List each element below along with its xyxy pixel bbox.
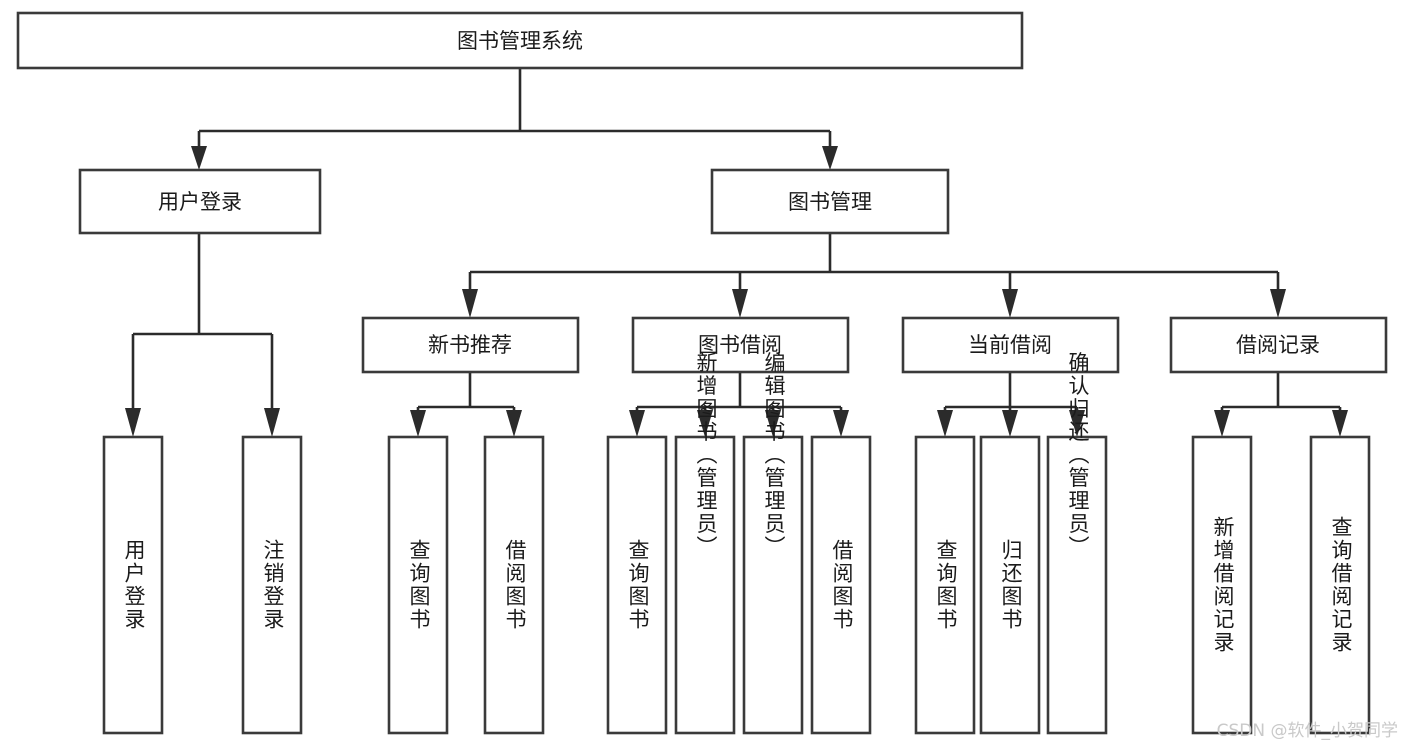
node-root[interactable]: 图书管理系统 [16, 11, 1024, 70]
arrow-head-leaf-query-record [1332, 410, 1348, 437]
node-leaf-query-book-2-label: 查询图书 [626, 539, 650, 631]
node-leaf-return-book-label: 归还图书 [999, 539, 1023, 631]
arrow-head-current-borrow [1002, 289, 1018, 318]
node-leaf-user-logout-label: 注销登录 [261, 539, 285, 631]
node-leaf-user-login[interactable]: 用户登录 [102, 435, 164, 735]
node-leaf-borrow-book-1-label: 借阅图书 [503, 539, 527, 631]
arrow-head-leaf-query-book-2 [629, 410, 645, 437]
arrow-head-leaf-add-book [697, 410, 713, 437]
node-leaf-query-book-3-label: 查询图书 [934, 539, 958, 631]
node-leaf-borrow-book-2-label: 借阅图书 [830, 539, 854, 631]
arrow-head-leaf-query-book-3 [937, 410, 953, 437]
node-leaf-user-logout[interactable]: 注销登录 [241, 435, 303, 735]
node-root-label: 图书管理系统 [457, 29, 583, 53]
node-leaf-user-login-box[interactable] [102, 435, 164, 735]
arrow-head-leaf-user-login [125, 408, 141, 437]
node-leaf-user-logout-box[interactable] [241, 435, 303, 735]
node-leaf-return-book-box[interactable] [979, 435, 1041, 735]
node-leaf-query-book-1-box[interactable] [387, 435, 449, 735]
connector-layer [125, 68, 1348, 437]
node-leaf-add-record-box[interactable] [1191, 435, 1253, 735]
node-root-box[interactable] [16, 11, 1024, 70]
node-leaf-return-book[interactable]: 归还图书 [979, 435, 1041, 735]
node-book-borrow-box[interactable] [631, 316, 850, 374]
node-borrow-record-box[interactable] [1169, 316, 1388, 374]
node-borrow-record[interactable]: 借阅记录 [1169, 316, 1388, 374]
arrow-head-user-login [191, 146, 207, 170]
node-new-book-recommend-box[interactable] [361, 316, 580, 374]
node-user-login-box[interactable] [78, 168, 322, 235]
node-leaf-edit-book[interactable]: 编辑图书（管理员） [742, 352, 804, 735]
arrow-head-leaf-return-book [1002, 410, 1018, 437]
arrow-head-leaf-confirm-return [1069, 410, 1085, 437]
node-book-borrow[interactable]: 图书借阅 [631, 316, 850, 374]
node-current-borrow-label: 当前借阅 [968, 333, 1052, 357]
node-leaf-edit-book-label: 编辑图书（管理员） [762, 352, 786, 559]
node-book-manage[interactable]: 图书管理 [710, 168, 950, 235]
node-user-login[interactable]: 用户登录 [78, 168, 322, 235]
node-new-book-recommend-label: 新书推荐 [428, 333, 512, 357]
node-leaf-borrow-book-1-box[interactable] [483, 435, 545, 735]
node-leaf-edit-book-box[interactable] [742, 435, 804, 735]
node-leaf-user-login-label: 用户登录 [122, 539, 146, 631]
node-book-manage-box[interactable] [710, 168, 950, 235]
node-leaf-confirm-return[interactable]: 确认归还（管理员） [1046, 352, 1108, 735]
node-leaf-add-book-label: 新增图书（管理员） [694, 352, 718, 559]
node-leaf-add-book-box[interactable] [674, 435, 736, 735]
arrow-head-borrow-record [1270, 289, 1286, 318]
node-leaf-borrow-book-1[interactable]: 借阅图书 [483, 435, 545, 735]
node-book-borrow-label: 图书借阅 [698, 333, 782, 357]
node-leaf-query-book-1[interactable]: 查询图书 [387, 435, 449, 735]
node-leaf-borrow-book-2-box[interactable] [810, 435, 872, 735]
node-leaf-query-book-3-box[interactable] [914, 435, 976, 735]
node-leaf-add-record[interactable]: 新增借阅记录 [1191, 435, 1253, 735]
node-leaf-confirm-return-label: 确认归还（管理员） [1066, 352, 1090, 559]
node-leaf-confirm-return-box[interactable] [1046, 435, 1108, 735]
node-leaf-query-book-3[interactable]: 查询图书 [914, 435, 976, 735]
arrow-head-leaf-user-logout [264, 408, 280, 437]
node-user-login-label: 用户登录 [158, 190, 242, 214]
node-borrow-record-label: 借阅记录 [1236, 333, 1320, 357]
node-leaf-borrow-book-2[interactable]: 借阅图书 [810, 435, 872, 735]
arrow-head-book-borrow [732, 289, 748, 318]
arrow-head-leaf-borrow-book-2 [833, 410, 849, 437]
arrow-head-leaf-add-record [1214, 410, 1230, 437]
arrow-head-book-manage [822, 146, 838, 170]
arrow-head-leaf-edit-book [765, 410, 781, 437]
arrow-head-leaf-query-book-1 [410, 410, 426, 437]
node-current-borrow-box[interactable] [901, 316, 1120, 374]
node-new-book-recommend[interactable]: 新书推荐 [361, 316, 580, 374]
node-leaf-query-record[interactable]: 查询借阅记录 [1309, 435, 1371, 735]
node-leaf-query-book-2[interactable]: 查询图书 [606, 435, 668, 735]
watermark-text: CSDN @软件_小贺同学 [1217, 721, 1398, 741]
node-leaf-query-book-1-label: 查询图书 [407, 539, 431, 631]
node-leaf-add-record-label: 新增借阅记录 [1211, 516, 1235, 654]
node-leaf-query-record-label: 查询借阅记录 [1329, 516, 1353, 654]
arrow-head-leaf-borrow-book-1 [506, 410, 522, 437]
node-leaf-query-book-2-box[interactable] [606, 435, 668, 735]
node-leaf-query-record-box[interactable] [1309, 435, 1371, 735]
node-book-manage-label: 图书管理 [788, 190, 872, 214]
arrow-head-new-book-recommend [462, 289, 478, 318]
node-leaf-add-book[interactable]: 新增图书（管理员） [674, 352, 736, 735]
node-current-borrow[interactable]: 当前借阅 [901, 316, 1120, 374]
